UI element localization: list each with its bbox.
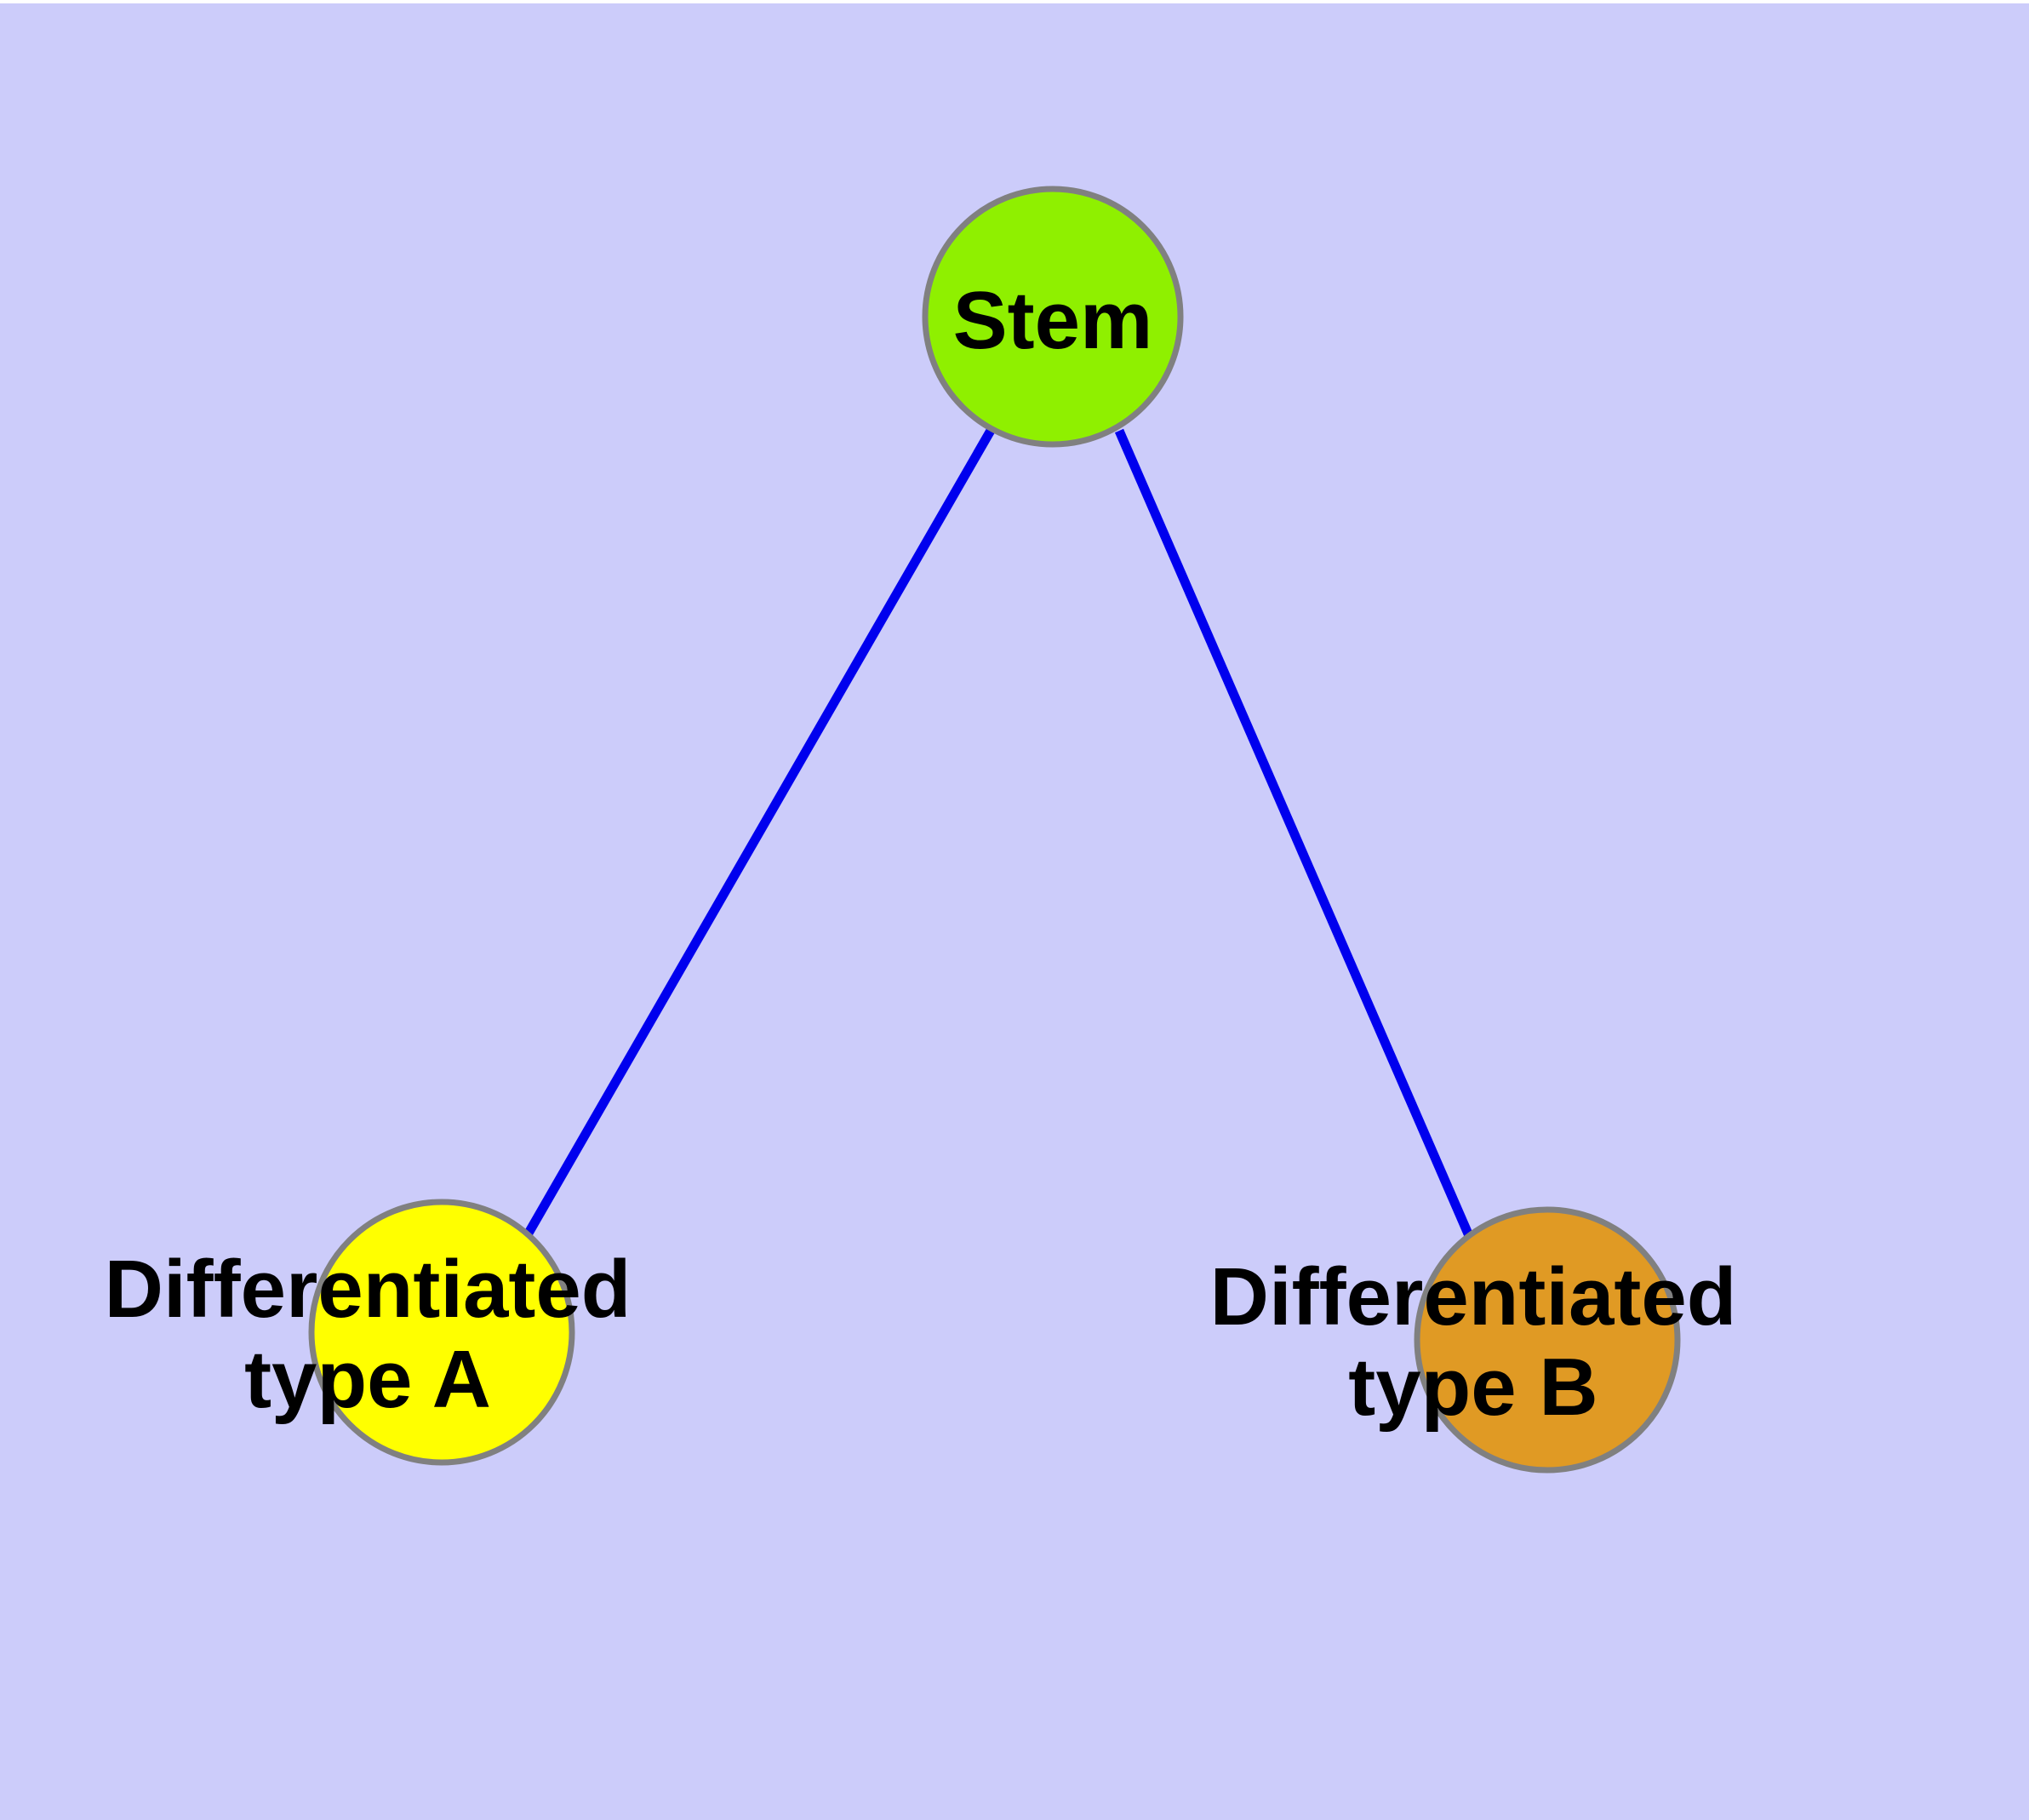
node-differentiated-type-b-label-line2: type B <box>1348 1342 1597 1433</box>
node-layer <box>308 186 1681 1474</box>
edge-layer <box>523 426 1475 1240</box>
node-stem[interactable] <box>922 186 1184 448</box>
label-layer: Stem Differentiated type A Differentiate… <box>105 275 1737 1433</box>
node-stem-circle[interactable] <box>922 186 1184 448</box>
node-differentiated-type-a-label-line1: Differentiated <box>105 1244 632 1335</box>
node-differentiated-type-a[interactable] <box>308 1199 575 1466</box>
node-differentiated-type-b-circle[interactable] <box>1414 1206 1681 1474</box>
edge-stem-to-differentiated-type-a[interactable] <box>523 426 996 1239</box>
node-differentiated-type-b[interactable] <box>1414 1206 1681 1474</box>
node-stem-label: Stem <box>953 275 1153 366</box>
node-differentiated-type-a-circle[interactable] <box>308 1199 575 1466</box>
node-differentiated-type-a-label-line2: type A <box>244 1334 491 1425</box>
node-differentiated-type-b-label-line1: Differentiated <box>1210 1251 1737 1342</box>
edge-stem-to-differentiated-type-b[interactable] <box>1114 428 1475 1240</box>
